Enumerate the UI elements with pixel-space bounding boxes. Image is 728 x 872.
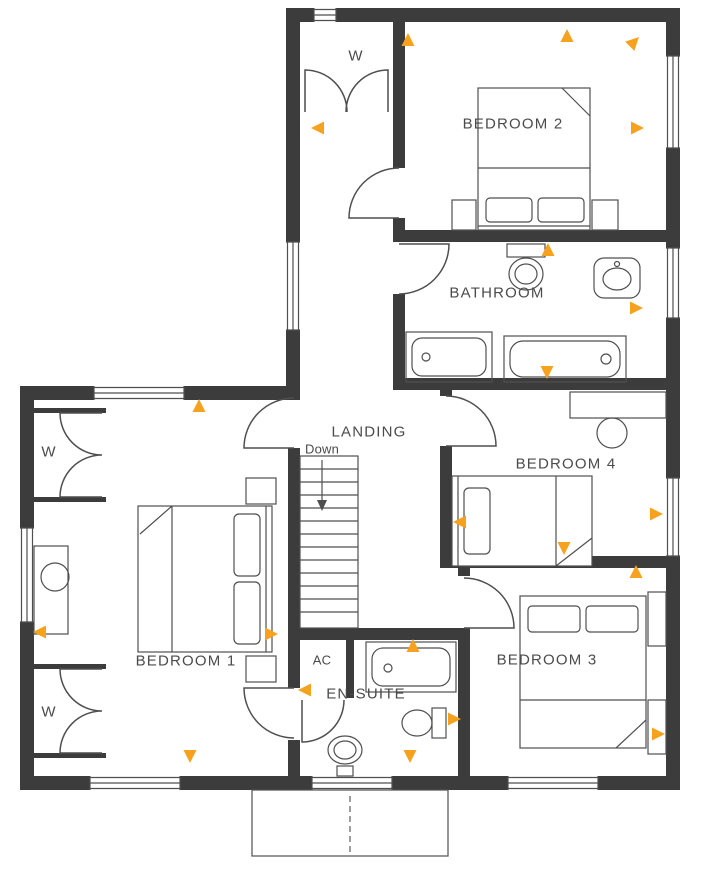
bedroom3-bedside-tables-icon [647, 591, 667, 755]
room-label-bedroom1: BEDROOM 1 [135, 652, 237, 670]
direction-marker-icon [33, 625, 46, 639]
room-label-wardrobe-top: W [348, 47, 364, 65]
window-icon [286, 241, 300, 331]
direction-marker-icon [448, 712, 461, 726]
direction-marker-icon [631, 121, 644, 135]
door-wardrobe-left-upper-icon [59, 412, 103, 498]
bathroom-bath-icon [503, 335, 627, 383]
bedroom1-bedside-tables-icon [245, 477, 277, 683]
window-icon [313, 8, 337, 22]
bedroom4-dresser-icon [569, 391, 667, 449]
down-arrow-icon [317, 460, 327, 511]
room-label-bedroom4: BEDROOM 4 [515, 455, 617, 473]
direction-marker-icon [541, 243, 555, 256]
bedroom2-bedside-tables-icon [451, 199, 619, 231]
direction-marker-icon [401, 33, 415, 46]
direction-marker-icon [652, 727, 665, 741]
direction-marker-icon [406, 639, 420, 652]
direction-marker-icon [183, 750, 197, 763]
window-icon [20, 527, 34, 623]
door-bathroom-icon [398, 243, 450, 295]
direction-marker-icon [265, 627, 278, 641]
direction-marker-icon [557, 542, 571, 555]
room-label-ensuite: EN-SUITE [326, 685, 406, 703]
room-label-wardrobe-left-lower: W [41, 703, 57, 721]
door-ensuite-icon [243, 687, 295, 739]
room-label-bedroom3: BEDROOM 3 [496, 651, 598, 669]
bathroom-toilet-icon [506, 243, 546, 291]
direction-marker-icon [311, 121, 324, 135]
direction-marker-icon [540, 366, 554, 379]
door-wardrobe-top-icon [304, 69, 389, 113]
window-icon [666, 477, 680, 557]
room-label-bedroom2: BEDROOM 2 [462, 115, 564, 133]
windows [20, 8, 680, 790]
window-icon [93, 386, 185, 400]
window-icon [311, 776, 393, 790]
window-icon [666, 247, 680, 319]
direction-marker-icon [560, 29, 574, 42]
direction-marker-icon [625, 37, 639, 51]
bedroom3-bed-icon [519, 595, 647, 749]
room-label-ac: AC [312, 652, 332, 668]
door-bedroom2-icon [348, 167, 400, 219]
bathroom-shower-icon [405, 331, 493, 383]
stairs-down-label: Down [304, 441, 340, 457]
direction-marker-icon [298, 683, 311, 697]
porch-outline-icon [251, 789, 449, 857]
room-label-landing: LANDING [331, 423, 407, 441]
door-ac-cupboard-icon [301, 699, 345, 743]
doors [59, 69, 515, 754]
direction-marker-icon [630, 301, 643, 315]
bedroom1-dressing-table-icon [33, 545, 70, 635]
door-bedroom3-icon [463, 577, 515, 629]
bathroom-basin-icon [593, 257, 641, 299]
direction-marker-icon [453, 515, 466, 529]
door-bedroom1-icon [243, 397, 295, 449]
direction-marker-icon [629, 565, 643, 578]
staircase-icon [299, 455, 359, 629]
door-bedroom4-icon [445, 395, 497, 447]
bedroom2-bed-icon [477, 87, 591, 231]
window-icon [507, 776, 599, 790]
bedroom4-bed-icon [451, 475, 593, 567]
room-label-wardrobe-left-upper: W [41, 443, 57, 461]
door-wardrobe-left-lower-icon [59, 668, 103, 754]
ensuite-toilet-icon [401, 707, 447, 739]
ensuite-basin-icon [327, 735, 363, 777]
markers [33, 29, 665, 763]
bedroom1-bed-icon [137, 505, 273, 653]
window-icon [666, 55, 680, 149]
room-label-bathroom: BATHROOM [449, 284, 545, 302]
direction-marker-icon [403, 750, 417, 763]
direction-marker-icon [192, 399, 206, 412]
direction-marker-icon [650, 507, 663, 521]
window-icon [89, 776, 181, 790]
